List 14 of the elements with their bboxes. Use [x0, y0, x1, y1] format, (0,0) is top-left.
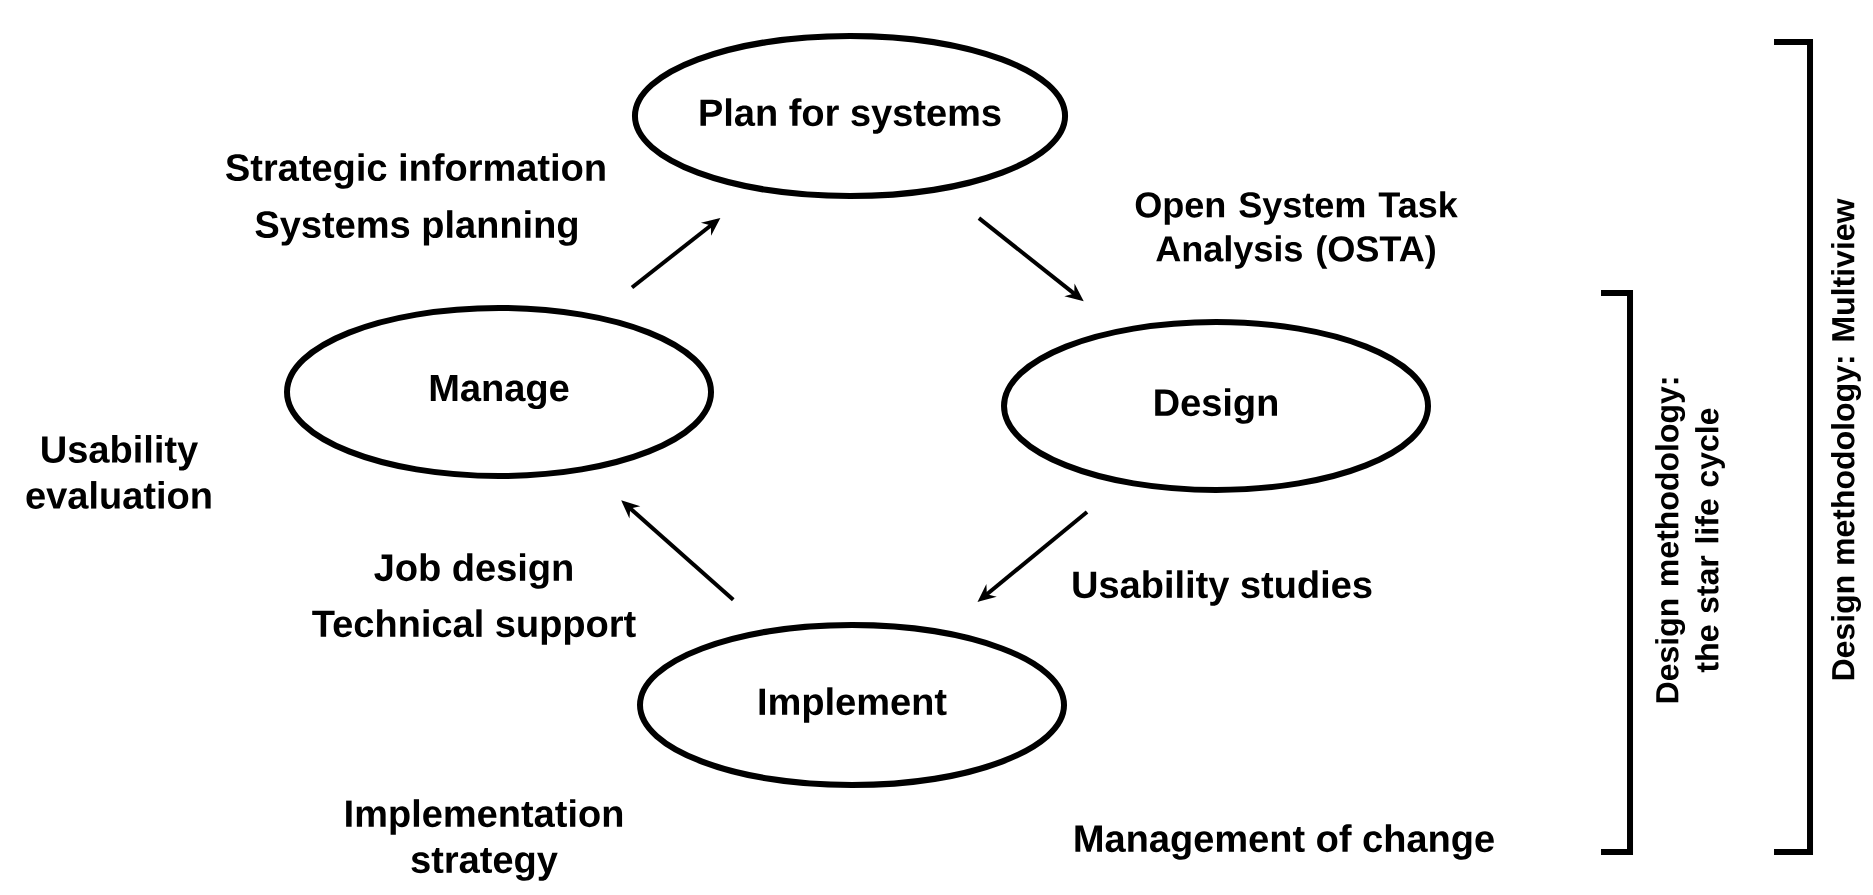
ellipse-node: Plan for systems — [631, 33, 1069, 199]
annotation-text: Implementation strategy — [346, 799, 623, 881]
annotation-text: Design methodology: the star life cycle — [1655, 378, 1725, 703]
annotation-text: Usability studies — [1073, 570, 1372, 606]
annotation-text: Job design — [374, 553, 572, 589]
annotation-text: Open System Task Analysis (OSTA) — [1135, 191, 1458, 269]
annotation-text: Technical support — [312, 609, 636, 645]
annotation-text: Systems planning — [255, 210, 578, 246]
annotation-text: Usability evaluation — [26, 435, 211, 509]
ellipse-node: Manage — [284, 305, 714, 479]
annotation-text: Design methodology: Multiview — [1831, 198, 1861, 680]
ellipse-node: Design — [1001, 319, 1431, 493]
ellipse-node: Implement — [637, 622, 1067, 788]
annotation-text: Management of change — [1075, 824, 1494, 860]
